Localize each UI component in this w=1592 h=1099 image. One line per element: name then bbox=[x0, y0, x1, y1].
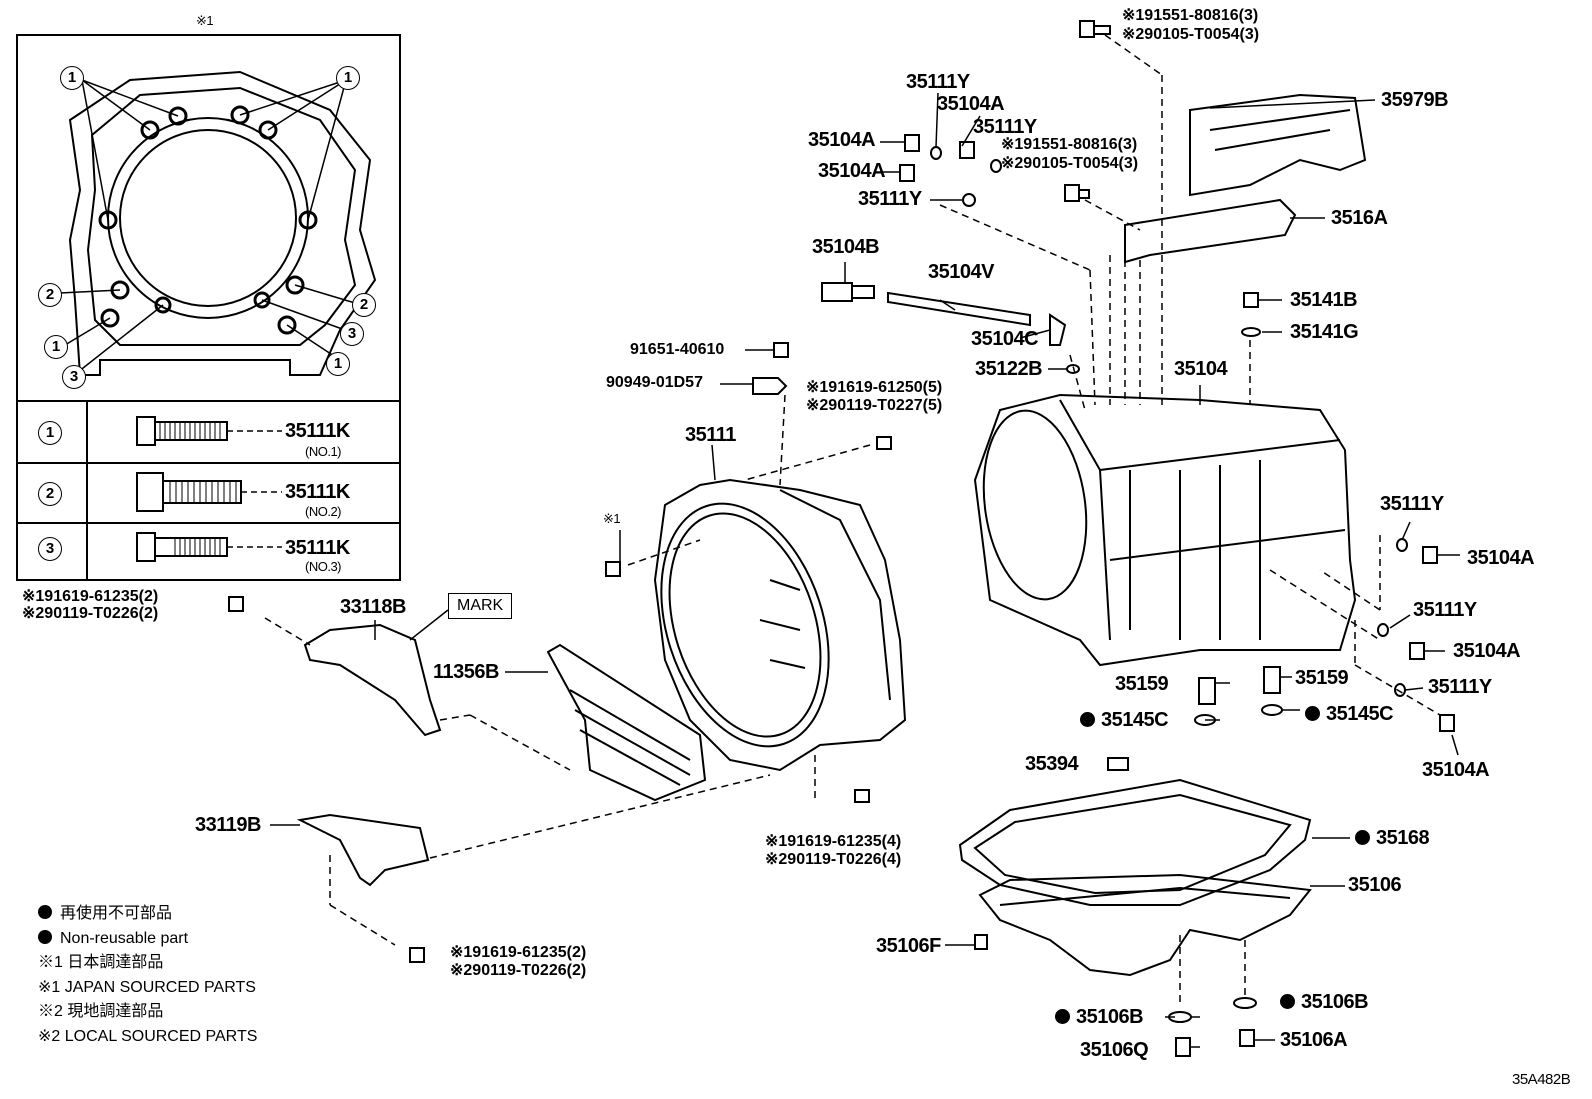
part-label-3516A[interactable]: 3516A bbox=[1331, 207, 1388, 229]
bottom-bolt-label-a[interactable]: ※191619-61235(2) bbox=[450, 944, 587, 961]
part-label-33118B[interactable]: 33118B bbox=[340, 596, 406, 618]
part-label-35104V[interactable]: 35104V bbox=[928, 261, 994, 283]
part-label-35168[interactable]: 35168 bbox=[1355, 828, 1430, 848]
legend-line: ※1 日本調達部品 bbox=[38, 954, 164, 971]
lower-bolt-label-b[interactable]: ※290119-T0226(4) bbox=[765, 851, 902, 868]
legend-line: ※1 JAPAN SOURCED PARTS bbox=[38, 978, 256, 996]
part-label-35106F[interactable]: 35106F bbox=[876, 935, 941, 957]
inset-callout-2: 2 bbox=[352, 293, 376, 317]
inset-row-num: 1 bbox=[38, 421, 62, 445]
inset-row-num: 3 bbox=[38, 537, 62, 561]
inset-bolt-drawings bbox=[136, 416, 242, 562]
top-bolt-label-b[interactable]: ※290105-T0054(3) bbox=[1122, 26, 1260, 43]
part-label-35159[interactable]: 35159 bbox=[1115, 673, 1169, 695]
part-label-35159[interactable]: 35159 bbox=[1295, 667, 1349, 689]
part-label-91651-40610[interactable]: 91651-40610 bbox=[630, 341, 725, 358]
part-label-35104A[interactable]: 35104A bbox=[937, 93, 1005, 115]
part-label-35111Y[interactable]: 35111Y bbox=[973, 116, 1037, 138]
part-label-35106B[interactable]: 35106B bbox=[1055, 1007, 1144, 1027]
bracket-bolt-label-b[interactable]: ※290119-T0226(2) bbox=[22, 605, 159, 622]
part-label-35104A[interactable]: 35104A bbox=[1422, 759, 1490, 781]
part-label-35394[interactable]: 35394 bbox=[1025, 753, 1079, 775]
non-reusable-dot bbox=[1355, 830, 1370, 845]
lower-bolt-label-a[interactable]: ※191619-61235(4) bbox=[765, 833, 902, 850]
oil-pan-gasket bbox=[958, 778, 1312, 906]
legend-line: ※2 LOCAL SOURCED PARTS bbox=[38, 1027, 258, 1045]
bellhousing-outline bbox=[653, 478, 907, 772]
part-label-90949-01D57[interactable]: 90949-01D57 bbox=[606, 374, 703, 391]
legend-line: ※2 現地調達部品 bbox=[38, 1003, 164, 1020]
part-label-35104A[interactable]: 35104A bbox=[1453, 640, 1521, 662]
inset-callout-1: 1 bbox=[336, 66, 360, 90]
transmission-case-outline bbox=[973, 393, 1357, 667]
part-label-11356B[interactable]: 11356B bbox=[433, 661, 499, 683]
non-reusable-dot bbox=[38, 905, 52, 919]
part-label-35111Y[interactable]: 35111Y bbox=[1413, 599, 1477, 621]
part-label-35141G[interactable]: 35141G bbox=[1290, 321, 1359, 343]
legend: 再使用不可部品 Non-reusable part ※1 日本調達部品 ※1 J… bbox=[38, 902, 257, 1049]
part-label-35111Y[interactable]: 35111Y bbox=[906, 71, 970, 93]
part-label-35111Y[interactable]: 35111Y bbox=[858, 188, 922, 210]
part-label-35145C[interactable]: 35145C bbox=[1080, 710, 1169, 730]
inset-callout-1: 1 bbox=[60, 66, 84, 90]
part-label-35106[interactable]: 35106 bbox=[1348, 874, 1402, 896]
part-label-35106Q[interactable]: 35106Q bbox=[1080, 1039, 1149, 1061]
inset-bolt-part[interactable]: 35111K bbox=[285, 537, 350, 559]
bellhousing-bolt-label-a[interactable]: ※191619-61250(5) bbox=[806, 379, 943, 396]
part-label-35106A[interactable]: 35106A bbox=[1280, 1029, 1348, 1051]
mark-tag: MARK bbox=[448, 593, 513, 619]
part-label-35122B[interactable]: 35122B bbox=[975, 358, 1043, 380]
inset-bolt-part[interactable]: 35111K bbox=[285, 420, 350, 442]
non-reusable-dot bbox=[1305, 706, 1320, 721]
inset-callout-1: 1 bbox=[44, 335, 68, 359]
oil-pan bbox=[978, 873, 1312, 977]
non-reusable-dot bbox=[38, 929, 52, 944]
part-label-35104A[interactable]: 35104A bbox=[818, 160, 886, 182]
part-label-35104C[interactable]: 35104C bbox=[971, 328, 1039, 350]
bottom-bolt-label-b[interactable]: ※290119-T0226(2) bbox=[450, 962, 587, 979]
part-label-35141B[interactable]: 35141B bbox=[1290, 289, 1358, 311]
part-label-35104B[interactable]: 35104B bbox=[812, 236, 880, 258]
part-label-35111[interactable]: 35111 bbox=[685, 424, 736, 446]
inset-frame bbox=[16, 34, 401, 581]
bracket-bolt-label-a[interactable]: ※191619-61235(2) bbox=[22, 588, 159, 605]
part-label-35111Y[interactable]: 35111Y bbox=[1380, 493, 1444, 515]
non-reusable-dot bbox=[1055, 1009, 1070, 1024]
part-label-35106B[interactable]: 35106B bbox=[1280, 992, 1369, 1012]
mid-bolt-label-a[interactable]: ※191551-80816(3) bbox=[1001, 136, 1138, 153]
inset-bolt-part[interactable]: 35111K bbox=[285, 481, 350, 503]
bellhousing-bolt-label-b[interactable]: ※290119-T0227(5) bbox=[806, 397, 943, 414]
mid-bolt-label-b[interactable]: ※290105-T0054(3) bbox=[1001, 155, 1139, 172]
part-label-35104A[interactable]: 35104A bbox=[808, 129, 876, 151]
inset-bolt-spec: (NO.3) bbox=[305, 559, 342, 574]
inset-bolt-spec: (NO.1) bbox=[305, 444, 342, 459]
inset-title: ※1 bbox=[196, 13, 214, 28]
inset-housing-outline bbox=[68, 70, 377, 376]
inset-callout-3: 3 bbox=[340, 322, 364, 346]
top-bolt-label-a[interactable]: ※191551-80816(3) bbox=[1122, 7, 1259, 24]
inset-callout-1: 1 bbox=[326, 352, 350, 376]
part-label-35104A[interactable]: 35104A bbox=[1467, 547, 1535, 569]
part-label-35111Y[interactable]: 35111Y bbox=[1428, 676, 1492, 698]
part-label-35104[interactable]: 35104 bbox=[1174, 358, 1228, 380]
inset-bore bbox=[107, 117, 309, 319]
japan-sourced-mark: ※1 bbox=[603, 511, 621, 526]
legend-line: Non-reusable part bbox=[38, 927, 257, 952]
inset-callout-2: 2 bbox=[38, 283, 62, 307]
non-reusable-dot bbox=[1080, 712, 1095, 727]
diagram-code: 35A482B bbox=[1512, 1071, 1571, 1088]
inset-callout-3: 3 bbox=[62, 365, 86, 389]
inset-row-num: 2 bbox=[38, 482, 62, 506]
legend-line: 再使用不可部品 bbox=[38, 902, 257, 927]
non-reusable-dot bbox=[1280, 994, 1295, 1009]
inset-bolt-spec: (NO.2) bbox=[305, 504, 342, 519]
part-label-33119B[interactable]: 33119B bbox=[195, 814, 261, 836]
part-label-35979B[interactable]: 35979B bbox=[1381, 89, 1449, 111]
part-label-35145C[interactable]: 35145C bbox=[1305, 704, 1394, 724]
